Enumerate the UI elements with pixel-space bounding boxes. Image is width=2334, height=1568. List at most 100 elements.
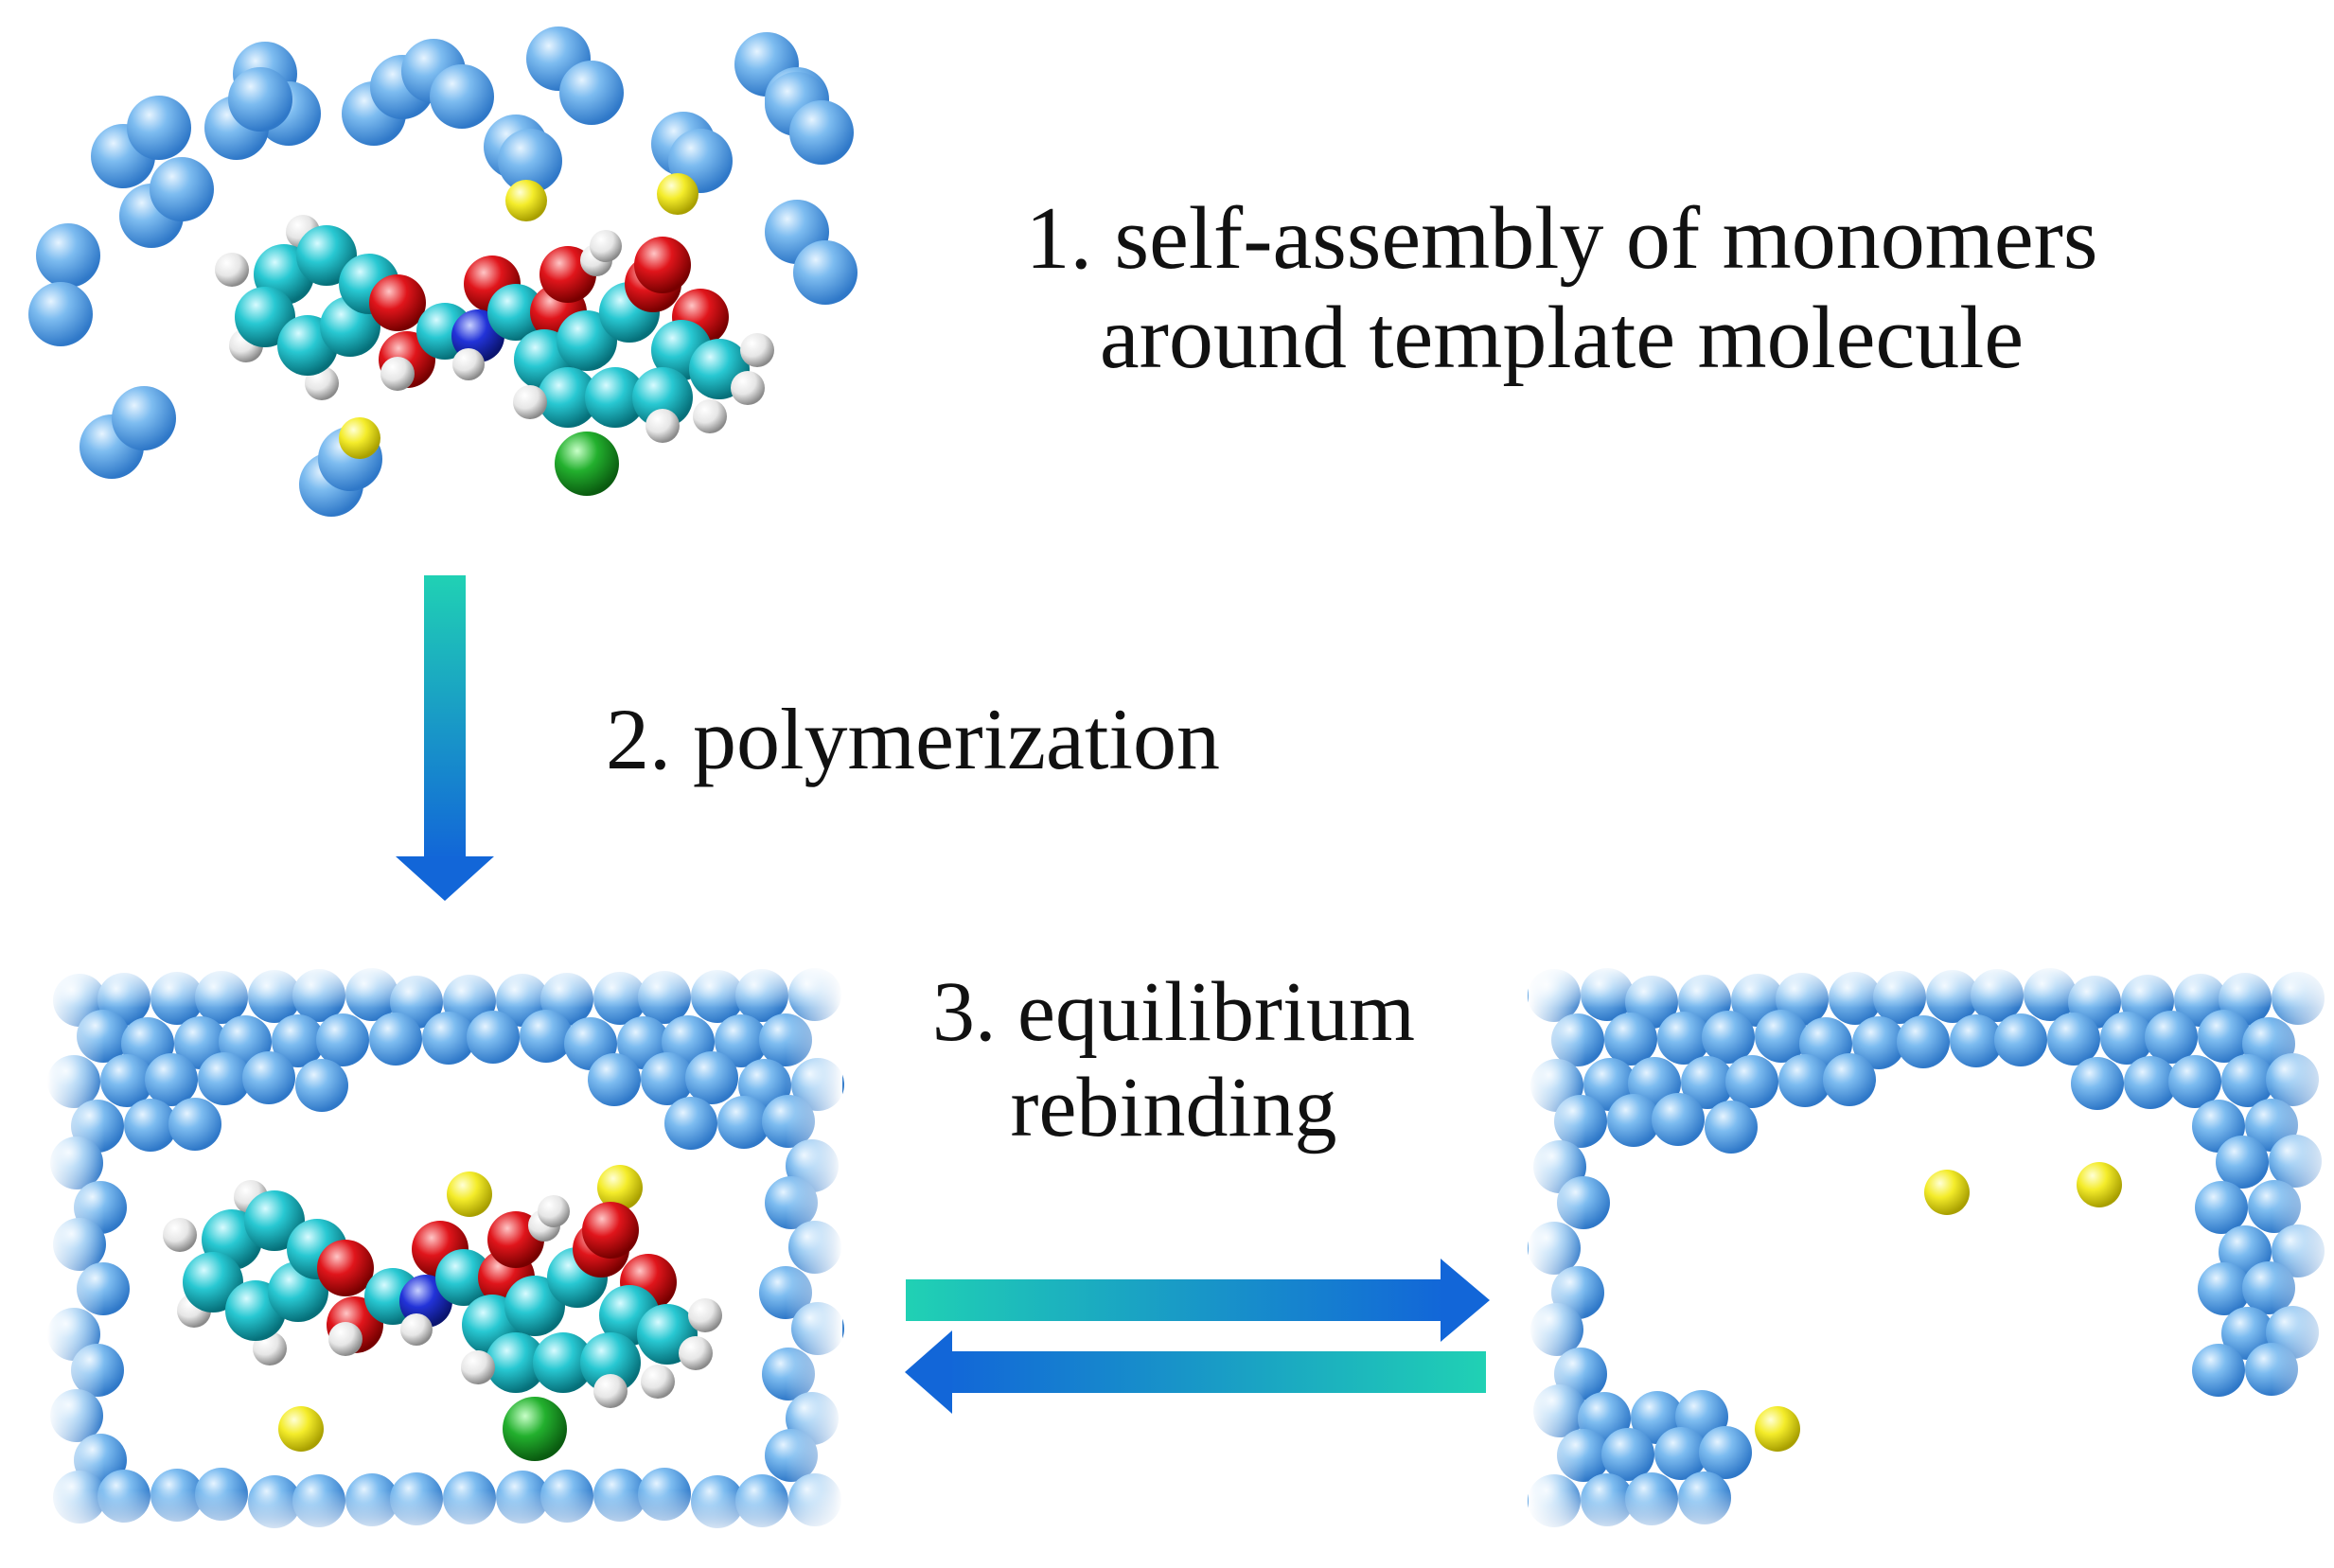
polymer-sphere <box>242 1051 295 1104</box>
hydrogen-atom <box>641 1365 675 1399</box>
oxygen-atom <box>634 237 691 293</box>
reverse-equilibrium-arrow <box>905 1330 1486 1414</box>
step2-label: 2. polymerization <box>606 691 1220 787</box>
polymer-sphere <box>1950 1014 2003 1067</box>
functional-group-sphere <box>278 1406 324 1452</box>
polymer-sphere <box>2198 1010 2251 1063</box>
polymer-sphere <box>2145 1011 2198 1064</box>
functional-group-sphere <box>597 1165 643 1210</box>
polymer-sphere <box>1652 1093 1705 1146</box>
polymer-sphere <box>717 1096 770 1149</box>
carbon-atom <box>533 1332 593 1393</box>
carbon-atom <box>296 225 357 286</box>
step3-line1: 3. equilibrium <box>932 965 1415 1059</box>
polymer-sphere <box>1702 1011 1755 1064</box>
hydrogen-atom <box>538 1195 570 1227</box>
hydrogen-atom <box>163 1218 197 1252</box>
polymer-sphere <box>1699 1426 1752 1479</box>
hydrogen-atom <box>693 399 727 433</box>
polymer-sphere <box>2047 1013 2100 1066</box>
functional-group-sphere <box>505 180 547 221</box>
forward-equilibrium-arrow <box>906 1259 1490 1342</box>
polymer-sphere <box>1601 1428 1654 1481</box>
hydrogen-atom <box>215 253 249 287</box>
carbon-atom <box>183 1252 243 1313</box>
hydrogen-atom <box>688 1298 722 1332</box>
hydrogen-atom <box>452 348 485 380</box>
polymer-sphere <box>2216 1136 2269 1189</box>
monomer-sphere <box>228 67 292 132</box>
monomer-sphere <box>127 96 191 160</box>
polymer-sphere <box>295 1059 348 1112</box>
carbon-atom <box>557 310 617 371</box>
step3-line2: rebinding <box>1010 1060 1337 1154</box>
oxygen-atom <box>317 1240 374 1296</box>
hydrogen-atom <box>679 1336 713 1370</box>
polymer-matrix-empty-cavity <box>1528 968 2325 1527</box>
monomer-sphere <box>430 64 494 129</box>
hydrogen-atom <box>461 1350 495 1384</box>
carbon-atom <box>504 1276 565 1336</box>
functional-group-sphere <box>339 417 380 459</box>
carbon-atom <box>235 287 295 347</box>
polymer-sphere <box>2100 1012 2153 1065</box>
polymer-sphere <box>198 1052 251 1105</box>
carbon-atom <box>585 367 645 428</box>
oxygen-atom <box>369 274 426 331</box>
template-molecule-bound <box>163 1180 722 1461</box>
polymer-sphere <box>1607 1094 1660 1147</box>
polymer-sphere <box>316 1013 369 1066</box>
monomer-sphere <box>789 100 854 165</box>
polymer-sphere <box>100 1054 153 1107</box>
hydrogen-atom <box>593 1374 628 1408</box>
polymer-sphere <box>2221 1054 2274 1107</box>
step1-line2: around template molecule <box>1099 289 2025 388</box>
polymer-sphere <box>124 1099 177 1152</box>
functional-group-sphere <box>1755 1406 1800 1452</box>
polymer-sphere <box>1823 1053 1876 1106</box>
polymer-sphere <box>715 1014 768 1067</box>
step1-label: 1. self-assembly of monomers around temp… <box>899 189 2224 389</box>
carbon-atom <box>487 284 544 341</box>
polymer-sphere <box>145 1053 198 1106</box>
monomer-sphere <box>150 157 214 221</box>
polymer-sphere <box>2195 1181 2248 1234</box>
polymer-sphere <box>664 1097 717 1150</box>
polymer-sphere <box>1657 1012 1710 1065</box>
polymer-sphere <box>685 1051 738 1104</box>
polymer-sphere <box>2071 1057 2124 1110</box>
carbon-atom <box>538 367 598 428</box>
step3-label: 3. equilibrium rebinding <box>852 965 1495 1156</box>
monomer-sphere <box>793 240 858 305</box>
polymer-sphere <box>2198 1262 2251 1315</box>
polymer-sphere <box>168 1098 221 1151</box>
hydrogen-atom <box>380 357 415 391</box>
hydrogen-atom <box>740 333 774 367</box>
polymer-edge-fades <box>47 965 2334 1538</box>
carbon-atom <box>580 1332 641 1393</box>
polymerization-arrow <box>396 575 494 901</box>
functional-group-sphere <box>657 173 698 215</box>
carbon-atom <box>435 1249 492 1306</box>
polymer-sphere <box>641 1052 694 1105</box>
polymer-sphere <box>1778 1054 1831 1107</box>
step1-line1: 1. self-assembly of monomers <box>1025 189 2098 288</box>
hydrogen-atom <box>590 230 622 262</box>
monomer-sphere <box>112 386 176 450</box>
polymer-sphere <box>1755 1010 1808 1063</box>
polymer-sphere <box>1604 1013 1657 1066</box>
polymer-sphere <box>1705 1101 1758 1154</box>
polymer-sphere <box>1994 1013 2047 1066</box>
oxygen-atom <box>582 1202 639 1259</box>
template-molecule-free <box>215 215 774 496</box>
functional-group-sphere <box>1924 1170 1970 1215</box>
carbon-atom <box>486 1332 546 1393</box>
carbon-atom <box>632 367 693 428</box>
polymer-sphere <box>369 1013 422 1066</box>
monomer-sphere <box>36 223 100 288</box>
chlorine-atom <box>503 1397 567 1461</box>
hydrogen-atom <box>731 371 765 405</box>
free-monomers <box>28 26 858 517</box>
polymer-sphere <box>1852 1016 1905 1069</box>
